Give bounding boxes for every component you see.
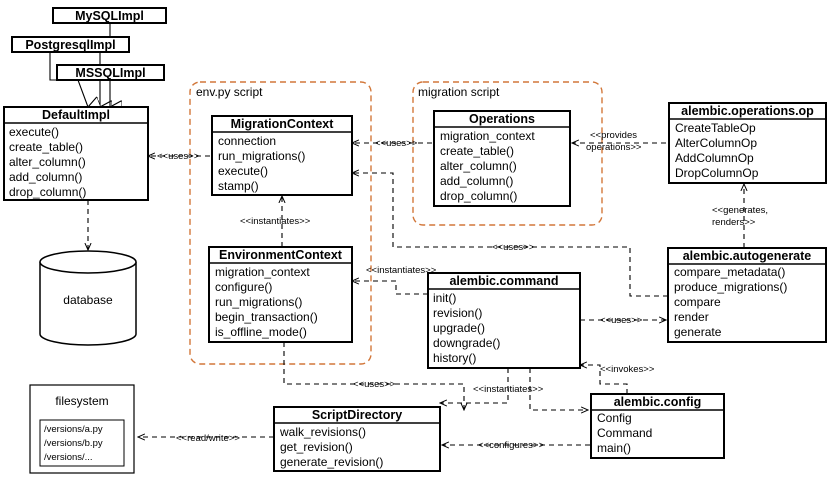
environmentcontext-item: migration_context — [215, 265, 310, 279]
edge-config-command — [580, 365, 628, 394]
label-invokes: <<invokes>> — [600, 364, 655, 375]
config-item: Config — [597, 411, 632, 425]
environmentcontext-item: configure() — [215, 280, 272, 294]
filesystem-file: /versions/b.py — [44, 438, 103, 449]
env-script-label: env.py script — [196, 85, 263, 99]
autogenerate-class: alembic.autogenerate compare_metadata() … — [667, 247, 827, 343]
postgresqlimpl-class: PostgresqlImpl — [11, 36, 130, 53]
autogenerate-item: render — [674, 310, 709, 324]
mysqlimpl-title: MySQLImpl — [75, 9, 144, 23]
defaultimpl-item: execute() — [9, 125, 59, 139]
scriptdirectory-title: ScriptDirectory — [312, 408, 402, 422]
operations-title: Operations — [469, 112, 535, 126]
scriptdirectory-item: get_revision() — [280, 440, 353, 454]
autogenerate-item: compare — [674, 295, 721, 309]
label-instantiates-3: <<instantiates>> — [473, 384, 544, 395]
command-class: alembic.command init() revision() upgrad… — [427, 272, 581, 369]
label-readwrite: <<read/write>> — [176, 433, 240, 444]
operations-item: create_table() — [440, 144, 514, 158]
config-class: alembic.config Config Command main() — [590, 393, 725, 459]
environmentcontext-class: EnvironmentContext migration_context con… — [208, 246, 353, 343]
command-title: alembic.command — [449, 274, 558, 288]
label-instantiates-2: <<instantiates>> — [366, 265, 437, 276]
operations-item: alter_column() — [440, 159, 517, 173]
migrationcontext-class: MigrationContext connection run_migratio… — [211, 115, 353, 196]
label-uses-1: <<uses>> — [157, 151, 200, 162]
scriptdirectory-item: walk_revisions() — [279, 425, 366, 439]
edge-command-envctx — [352, 281, 428, 295]
defaultimpl-item: add_column() — [9, 170, 82, 184]
migration-script-label: migration script — [418, 85, 500, 99]
database-cylinder: database — [39, 250, 137, 346]
label-instantiates-1: <<instantiates>> — [240, 216, 311, 227]
migrationcontext-item: execute() — [218, 164, 268, 178]
environmentcontext-item: is_offline_mode() — [215, 325, 307, 339]
operations-op-item: CreateTableOp — [675, 121, 756, 135]
mysqlimpl-class: MySQLImpl — [52, 7, 167, 24]
operations-item: migration_context — [440, 129, 535, 143]
autogenerate-title: alembic.autogenerate — [683, 249, 812, 263]
env-script-group — [189, 81, 372, 365]
operations-item: drop_column() — [440, 189, 517, 203]
label-generates-2: renders>> — [712, 217, 756, 228]
label-uses-3: <<uses>> — [492, 242, 535, 253]
migrationcontext-item: connection — [218, 134, 276, 148]
label-generates-1: <<generates, — [712, 205, 768, 216]
environmentcontext-item: begin_transaction() — [215, 310, 318, 324]
environmentcontext-title: EnvironmentContext — [219, 248, 343, 262]
migrationcontext-item: stamp() — [218, 179, 259, 193]
scriptdirectory-item: generate_revision() — [280, 455, 383, 469]
scriptdirectory-class: ScriptDirectory walk_revisions() get_rev… — [273, 406, 441, 472]
config-item: Command — [597, 426, 652, 440]
command-item: upgrade() — [433, 321, 485, 335]
autogenerate-item: produce_migrations() — [674, 280, 787, 294]
migrationcontext-item: run_migrations() — [218, 149, 305, 163]
edge-envctx-scriptdir — [283, 342, 464, 410]
label-provides-2: operations>> — [586, 142, 642, 153]
command-item: downgrade() — [433, 336, 500, 350]
operations-op-class: alembic.operations.op CreateTableOp Alte… — [668, 102, 827, 184]
edge-command-scriptdir — [440, 368, 509, 403]
edge-autogen-migctx — [352, 173, 668, 297]
label-uses-5: <<uses>> — [353, 379, 396, 390]
label-configures: <<configures>> — [478, 440, 544, 451]
command-item: init() — [433, 291, 456, 305]
defaultimpl-title: DefaultImpl — [42, 108, 110, 122]
operations-op-item: AlterColumnOp — [675, 136, 757, 150]
filesystem-file: /versions/... — [44, 452, 93, 463]
config-title: alembic.config — [614, 395, 702, 409]
defaultimpl-item: create_table() — [9, 140, 83, 154]
label-provides-1: <<provides — [590, 130, 637, 141]
migration-script-group — [412, 81, 603, 226]
filesystem-title: filesystem — [55, 394, 108, 408]
config-item: main() — [597, 441, 631, 455]
defaultimpl-item: drop_column() — [9, 185, 86, 199]
operations-op-item: AddColumnOp — [675, 151, 754, 165]
mssqlimpl-title: MSSQLImpl — [75, 66, 145, 80]
mssqlimpl-class: MSSQLImpl — [56, 64, 165, 81]
operations-op-item: DropColumnOp — [675, 166, 759, 180]
label-uses-2: <<uses>> — [375, 138, 418, 149]
operations-item: add_column() — [440, 174, 513, 188]
postgresqlimpl-title: PostgresqlImpl — [25, 38, 115, 52]
autogenerate-item: generate — [674, 325, 722, 339]
defaultimpl-item: alter_column() — [9, 155, 86, 169]
database-label: database — [63, 293, 113, 307]
operations-op-title: alembic.operations.op — [681, 104, 814, 118]
filesystem-box: filesystem /versions/a.py /versions/b.py… — [29, 384, 135, 474]
migrationcontext-title: MigrationContext — [231, 117, 335, 131]
defaultimpl-class: DefaultImpl execute() create_table() alt… — [3, 106, 149, 201]
command-item: history() — [433, 351, 476, 365]
autogenerate-item: compare_metadata() — [674, 265, 785, 279]
label-uses-4: <<uses>> — [600, 315, 643, 326]
filesystem-file: /versions/a.py — [44, 424, 103, 435]
operations-class: Operations migration_context create_tabl… — [433, 110, 571, 207]
environmentcontext-item: run_migrations() — [215, 295, 302, 309]
edge-command-config — [529, 368, 588, 410]
command-item: revision() — [433, 306, 482, 320]
